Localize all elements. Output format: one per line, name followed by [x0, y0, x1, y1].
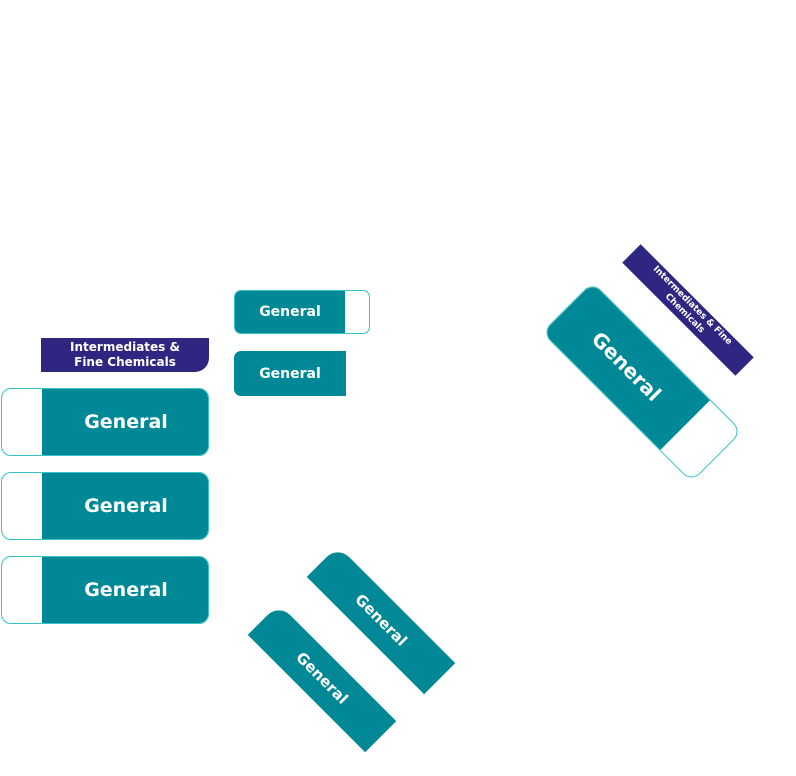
- category-tag-line-1: Intermediates &: [70, 340, 180, 354]
- general-label-small-2-text: General: [259, 365, 321, 382]
- category-tag-left: Intermediates & Fine Chemicals: [41, 338, 209, 372]
- general-label-small-1-text: General: [259, 304, 321, 320]
- category-tag-line-2: Fine Chemicals: [74, 355, 176, 369]
- general-label-rotated-large: General: [541, 281, 743, 483]
- general-label-small-1-fill: General: [235, 291, 345, 333]
- general-label-small-2: General: [234, 351, 346, 396]
- general-label-large-1-fill: General: [42, 389, 208, 455]
- general-label-large-2: General: [1, 472, 209, 540]
- general-label-large-1-text: General: [84, 411, 168, 433]
- general-label-rotated-large-text: General: [586, 326, 667, 407]
- general-label-large-2-fill: General: [42, 473, 208, 539]
- general-label-large-3-text: General: [84, 579, 168, 601]
- general-label-large-1: General: [1, 388, 209, 456]
- general-label-large-3: General: [1, 556, 209, 624]
- general-label-rotated-2-text: General: [292, 648, 352, 708]
- general-label-large-2-text: General: [84, 495, 168, 517]
- general-label-small-1: General: [234, 290, 370, 334]
- general-label-large-3-fill: General: [42, 557, 208, 623]
- general-label-rotated-1-text: General: [351, 590, 411, 650]
